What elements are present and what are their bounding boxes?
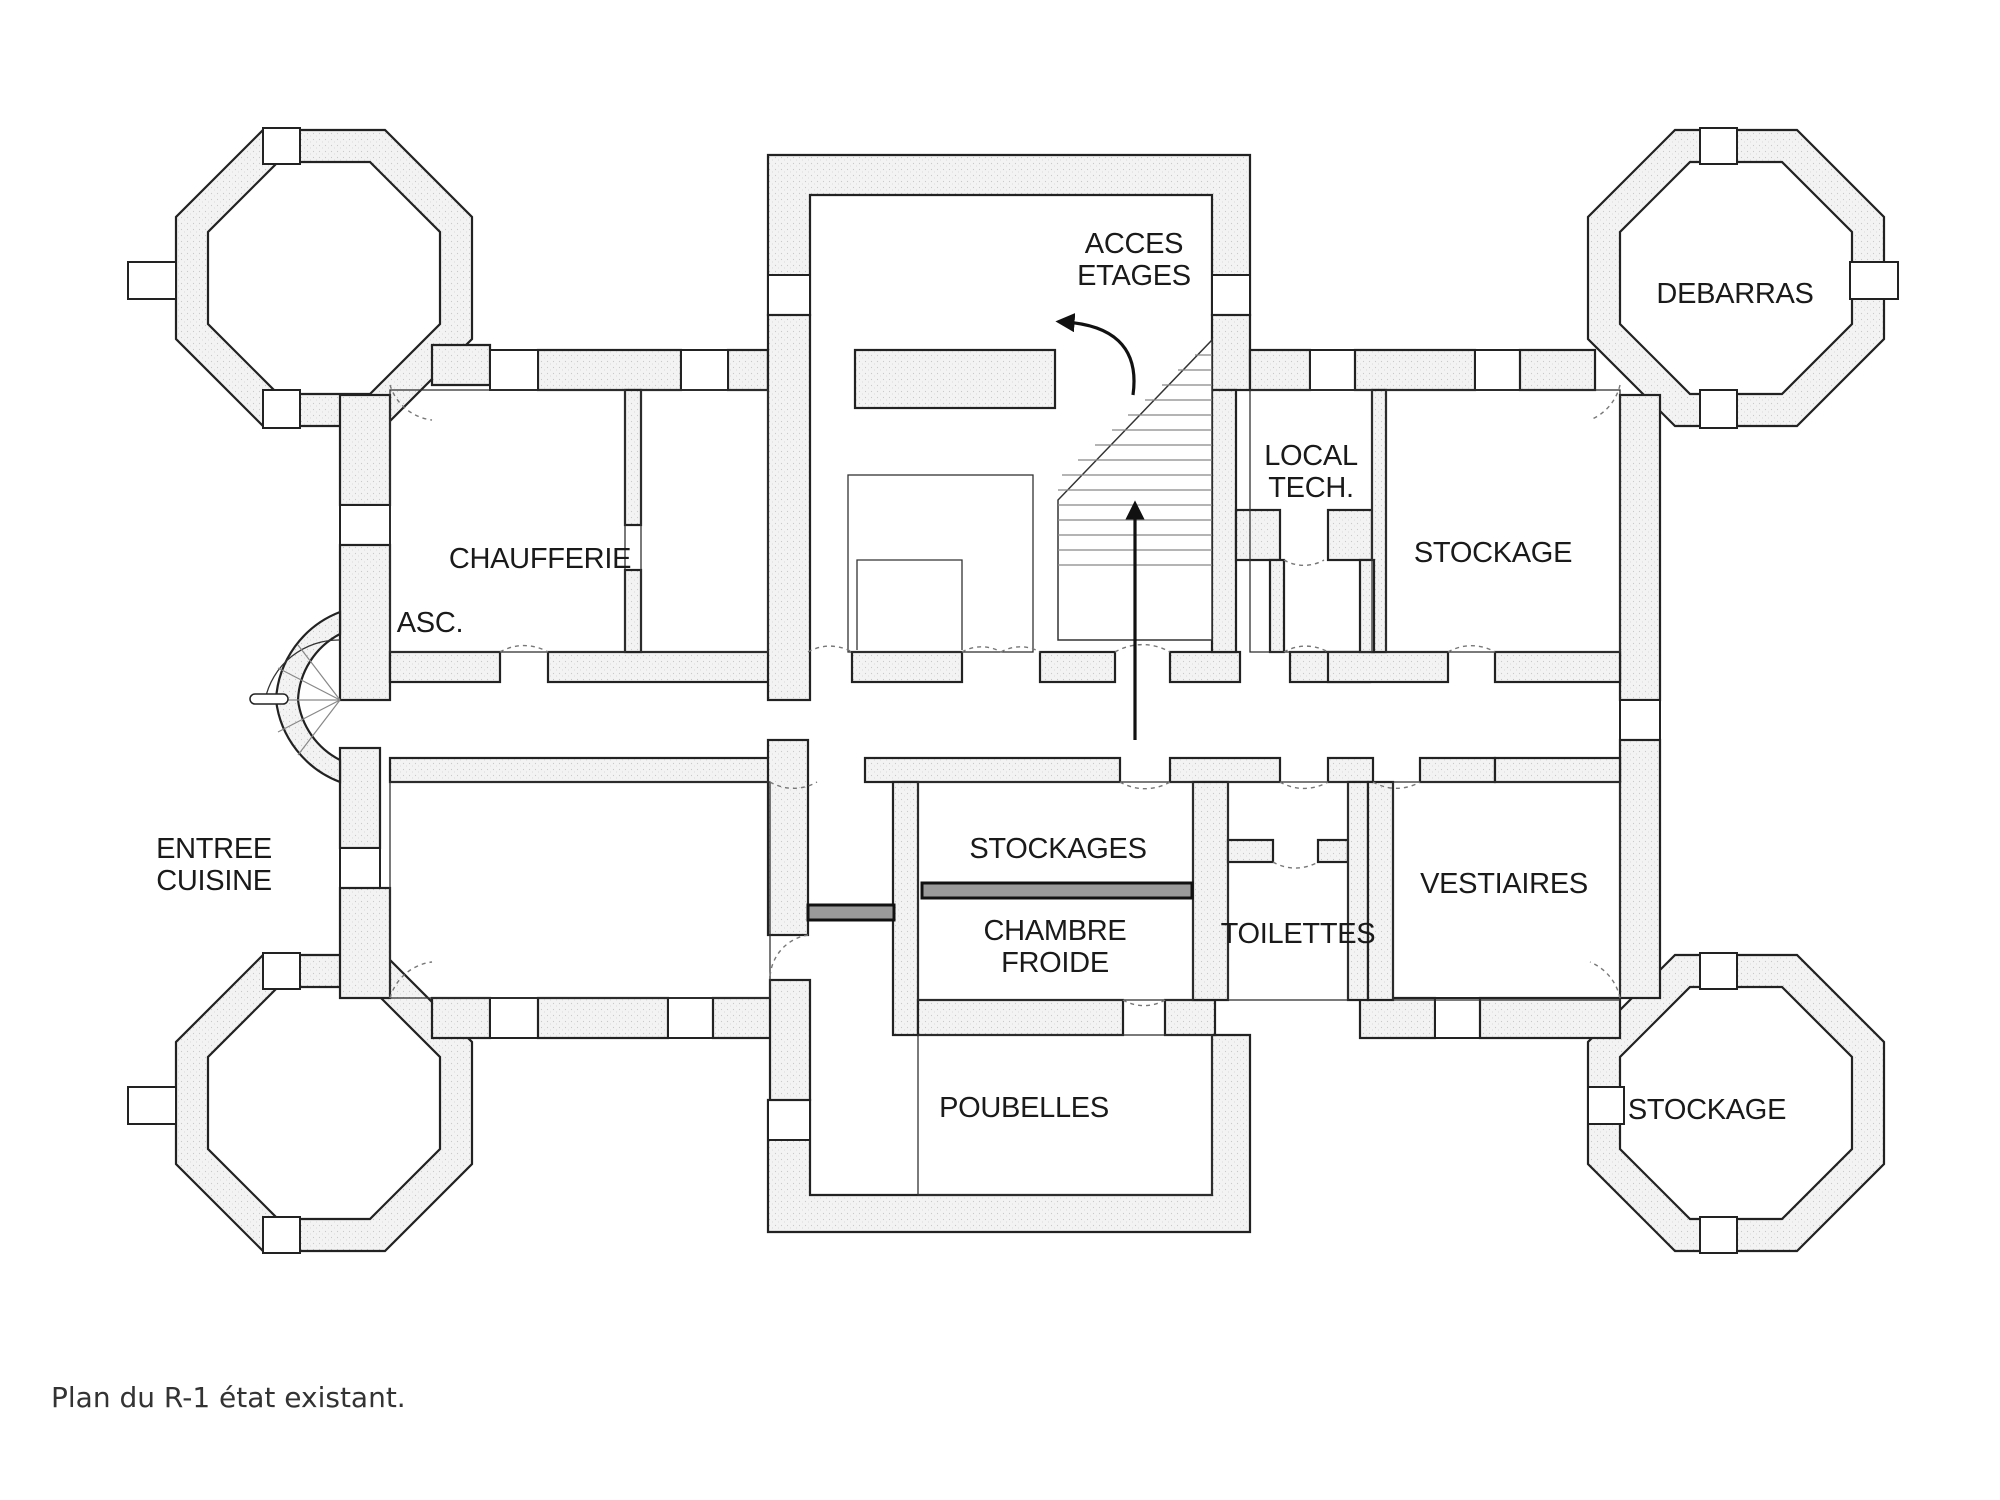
room-label-chambre-froide-1: CHAMBRE bbox=[984, 915, 1127, 947]
room-label-acces-etages-2: ETAGES bbox=[1077, 260, 1191, 292]
room-label-stockage-southeast: STOCKAGE bbox=[1628, 1094, 1786, 1126]
tower-northwest bbox=[127, 127, 474, 429]
room-label-asc: ASC. bbox=[397, 607, 464, 639]
north-projection bbox=[766, 153, 1252, 410]
spiral-stair bbox=[249, 610, 342, 784]
south-projection bbox=[766, 1033, 1252, 1234]
room-label-vestiaires: VESTIAIRES bbox=[1420, 868, 1588, 900]
room-label-entree-cuisine-2: CUISINE bbox=[156, 865, 272, 897]
shelf-bar-chambre-froide bbox=[920, 881, 1194, 900]
room-label-debarras: DEBARRAS bbox=[1656, 278, 1813, 310]
tower-southwest bbox=[127, 952, 474, 1254]
room-label-local-tech-1: LOCAL bbox=[1264, 440, 1358, 472]
room-label-toilettes: TOILETTES bbox=[1221, 918, 1376, 950]
room-label-chambre-froide-2: FROIDE bbox=[1001, 947, 1109, 979]
room-label-chaufferie: CHAUFFERIE bbox=[449, 543, 631, 575]
room-label-entree-cuisine-1: ENTREE bbox=[156, 833, 272, 865]
tower-northeast bbox=[1586, 127, 1899, 429]
arrow-curved-upper bbox=[1055, 313, 1136, 396]
room-label-stockages: STOCKAGES bbox=[969, 833, 1146, 865]
figure-caption: Plan du R-1 état existant. bbox=[51, 1381, 406, 1414]
room-label-stockage-east: STOCKAGE bbox=[1414, 537, 1572, 569]
shelf-bar-west bbox=[806, 903, 896, 922]
door-swings bbox=[389, 384, 1621, 1007]
tower-southeast bbox=[1586, 952, 1886, 1254]
room-label-local-tech-2: TECH. bbox=[1268, 472, 1354, 504]
room-outlines bbox=[389, 389, 1621, 1196]
room-label-poubelles: POUBELLES bbox=[939, 1092, 1109, 1124]
main-body-walls bbox=[338, 313, 1662, 1102]
room-label-acces-etages-1: ACCES bbox=[1085, 228, 1183, 260]
